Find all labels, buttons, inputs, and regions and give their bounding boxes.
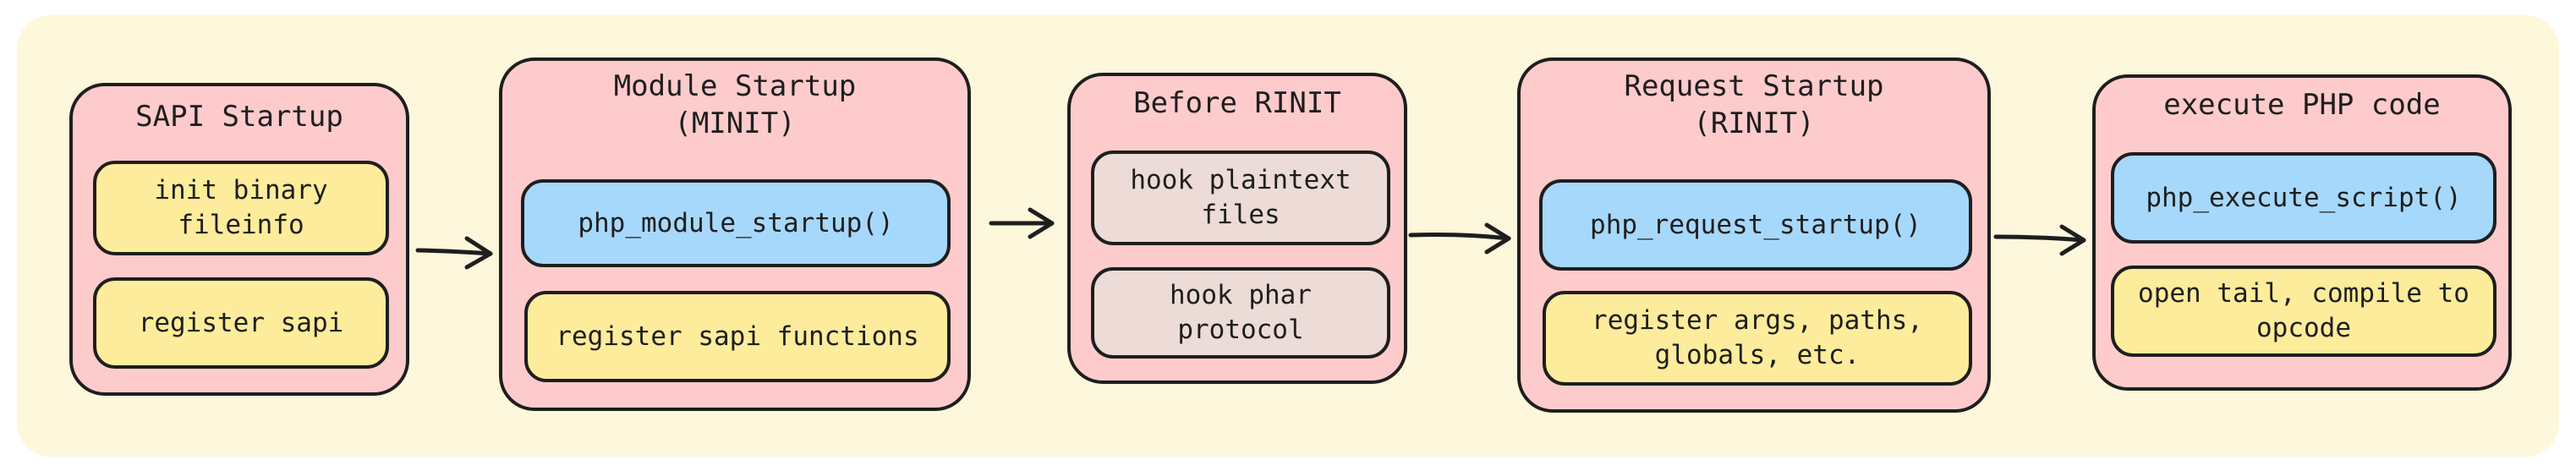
stage-title: Request Startup (RINIT) [1624, 69, 1884, 140]
step-hook-phar-protocol: hook phar protocol [1091, 267, 1390, 359]
stage-execute-php-code: execute PHP code php_execute_script() op… [2092, 74, 2512, 391]
stage-before-rinit: Before RINIT hook plaintext files hook p… [1067, 73, 1407, 384]
arrow-module-to-before-rinit [989, 207, 1055, 239]
arrow-sapi-to-module [415, 236, 493, 270]
step-hook-plaintext-files: hook plaintext files [1091, 151, 1390, 245]
step-register-sapi-functions: register sapi functions [524, 291, 951, 382]
stage-title: Module Startup (MINIT) [613, 69, 857, 140]
stage-title: execute PHP code [2163, 88, 2441, 122]
step-init-binary-fileinfo: init binary fileinfo [93, 161, 389, 255]
stage-sapi-startup: SAPI Startup init binary fileinfo regist… [69, 83, 409, 396]
arrow-request-to-execute [1993, 224, 2086, 256]
arrow-before-rinit-to-request [1408, 222, 1511, 255]
step-php-module-startup: php_module_startup() [521, 179, 951, 267]
step-register-args-paths-globals: register args, paths, globals, etc. [1543, 291, 1972, 386]
step-php-request-startup: php_request_startup() [1539, 179, 1972, 271]
step-php-execute-script: php_execute_script() [2111, 152, 2497, 244]
stage-title: SAPI Startup [135, 100, 343, 134]
stage-module-startup: Module Startup (MINIT) php_module_startu… [499, 58, 971, 411]
stage-request-startup: Request Startup (RINIT) php_request_star… [1517, 58, 1991, 413]
step-register-sapi: register sapi [93, 277, 389, 369]
stage-title: Before RINIT [1133, 86, 1341, 120]
step-open-tail-compile-opcode: open tail, compile to opcode [2111, 266, 2497, 357]
